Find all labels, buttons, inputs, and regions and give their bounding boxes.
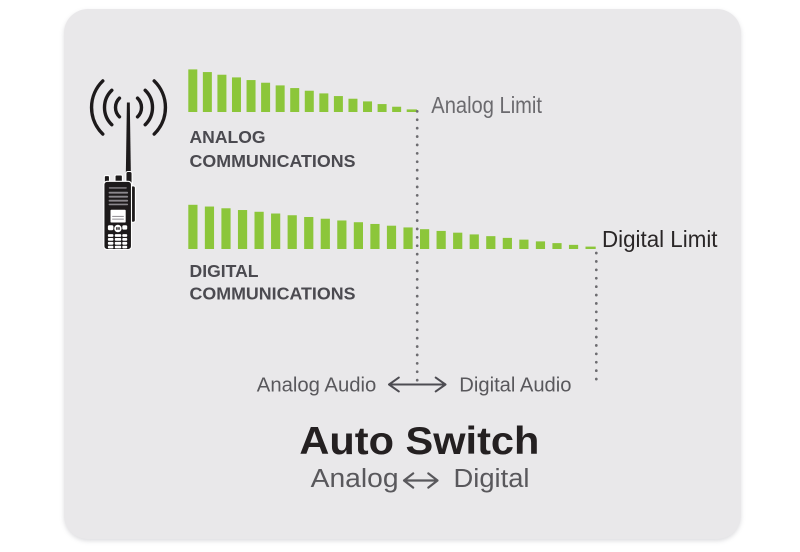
svg-text:DIGITAL: DIGITAL xyxy=(190,261,259,281)
svg-text:Digital Audio: Digital Audio xyxy=(459,375,571,397)
svg-text:Digital Limit: Digital Limit xyxy=(602,226,718,252)
svg-text:COMMUNICATIONS: COMMUNICATIONS xyxy=(190,284,356,304)
svg-text:Analog Limit: Analog Limit xyxy=(431,92,542,118)
svg-text:ANALOG: ANALOG xyxy=(190,127,266,147)
svg-text:Analog: Analog xyxy=(311,465,399,493)
svg-text:Auto Switch: Auto Switch xyxy=(299,420,539,463)
svg-text:Digital: Digital xyxy=(454,465,530,493)
svg-text:COMMUNICATIONS: COMMUNICATIONS xyxy=(190,151,356,171)
svg-text:Analog Audio: Analog Audio xyxy=(257,375,377,397)
